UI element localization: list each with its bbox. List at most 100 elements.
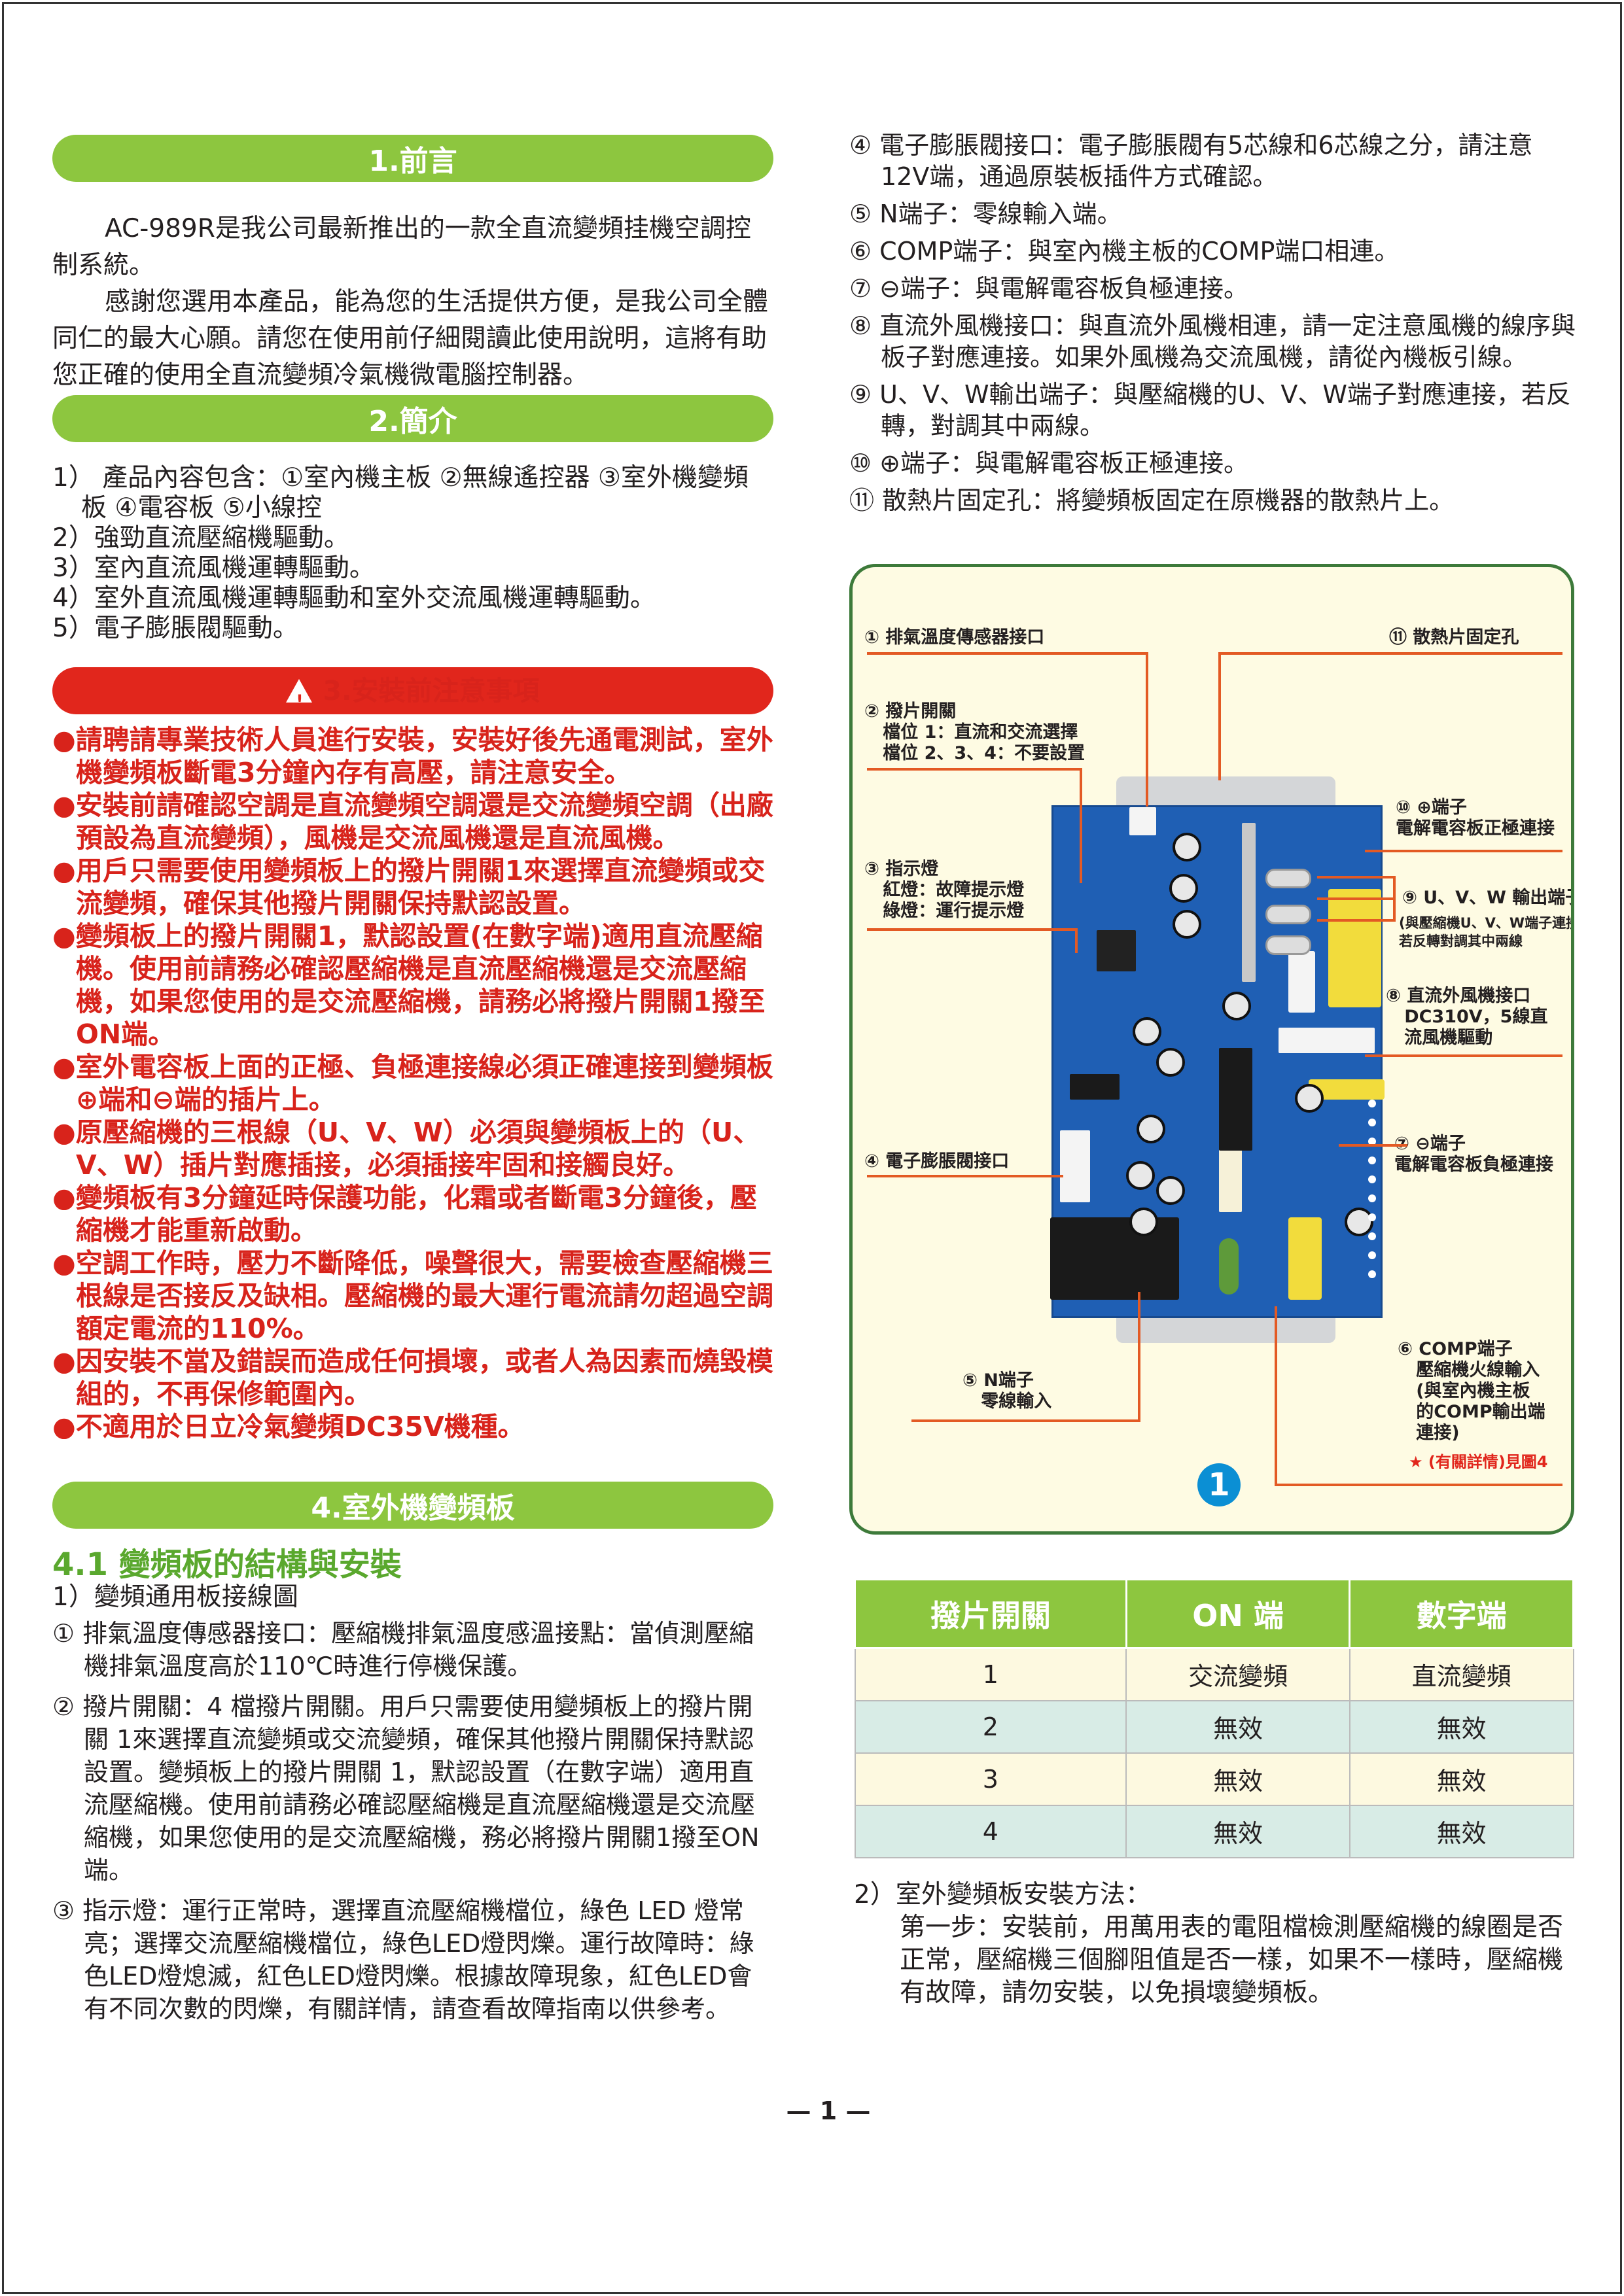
list-item: 2）強勁直流壓縮機驅動。 xyxy=(52,523,349,553)
cell: 無效 xyxy=(1349,1804,1574,1858)
pcb-board-photo xyxy=(1050,805,1385,1318)
cell: 無效 xyxy=(1125,1699,1350,1754)
leader-line xyxy=(867,768,1082,771)
yellow-capacitor xyxy=(1288,1217,1322,1300)
precaution-item: ●安裝前請確認空調是直流變頻空調還是交流變頻空調（出廠預設為直流變頻），風機是交… xyxy=(52,790,773,854)
mounting-dot xyxy=(1368,1156,1376,1164)
terminal-item: ⑦ ⊖端子：與電解電容板負極連接。 xyxy=(849,274,1248,303)
leader-line xyxy=(1339,1144,1407,1147)
col-header: 撥片開關 xyxy=(854,1578,1127,1649)
heat-sink-bar xyxy=(1242,822,1256,982)
mounting-dot xyxy=(1368,1099,1376,1107)
sensor-connector xyxy=(1129,807,1156,836)
label-see-figure-4: ★ (有關詳情)見圖4 xyxy=(1409,1453,1548,1471)
leader-line xyxy=(1365,1054,1562,1057)
terminal-list-left: ① 排氣溫度傳感器接口：壓縮機排氣溫度感溫接點：當偵測壓縮機排氣溫度高於110℃… xyxy=(52,1617,773,2033)
leader-line xyxy=(1075,928,1078,953)
list-item: 1） 產品內容包含：①室內機主板 ②無線遙控器 ③室外機變頻板 ④電容板 ⑤小線… xyxy=(52,463,749,523)
terminal-item: ④ 電子膨脹閥接口：電子膨脹閥有5芯線和6芯線之分，請注意12V端，通過原裝板插… xyxy=(849,131,1533,191)
yellow-capacitor xyxy=(1328,889,1381,1007)
list-item: 3）室內直流風機運轉驅動。 xyxy=(52,553,375,583)
label-exhaust-sensor: ① 排氣溫度傳感器接口 xyxy=(864,627,1045,648)
mounting-dot xyxy=(1368,1232,1376,1240)
subsection-heading: 4.1 變頻板的結構與安裝 xyxy=(52,1546,402,1583)
capacitor xyxy=(1169,873,1199,903)
figure-number-badge: 1 xyxy=(1197,1463,1241,1506)
label-dip-switch: ② 撥片開關 檔位 1：直流和交流選擇 檔位 2、3、4：不要設置 xyxy=(864,701,1085,763)
cell: 交流變頻 xyxy=(1125,1647,1350,1701)
cell: 無效 xyxy=(1125,1752,1350,1806)
terminal-item: ⑤ N端子：零線輸入端。 xyxy=(849,200,1122,228)
terminal-item: ⑩ ⊕端子：與電解電容板正極連接。 xyxy=(849,449,1248,478)
cell: 2 xyxy=(854,1699,1127,1754)
install-step-1: 第一步：安裝前，用萬用表的電阻檔檢測壓縮機的線圈是否正常，壓縮機三個腳阻值是否一… xyxy=(900,1913,1564,2008)
mounting-dot xyxy=(1368,1118,1376,1126)
section-2-header: 2.簡介 xyxy=(52,395,773,442)
precaution-item: ●因安裝不當及錯誤而造成任何損壞，或者人為因素而燒毀模組的，不再保修範圍內。 xyxy=(52,1346,773,1410)
col-header: ON 端 xyxy=(1125,1578,1351,1649)
leader-line xyxy=(1275,1306,1277,1486)
cell: 1 xyxy=(854,1647,1127,1701)
list-item: 5）電子膨脹閥驅動。 xyxy=(52,614,298,643)
label-dc-fan-port: ⑧ 直流外風機接口 DC310V，5線直 流風機驅動 xyxy=(1386,986,1548,1048)
mcu-chip xyxy=(1096,930,1137,971)
mounting-dot xyxy=(1368,1137,1376,1145)
leader-line xyxy=(1317,876,1396,878)
relay xyxy=(1050,1217,1180,1300)
leader-line xyxy=(1317,919,1396,922)
col-header: 數字端 xyxy=(1349,1578,1574,1649)
terminal-item: ⑧ 直流外風機接口：與直流外風機相連，請一定注意風機的線序與板子對應連接。如果外… xyxy=(849,311,1576,372)
section-1-header: 1.前言 xyxy=(52,135,773,182)
precaution-item: ●空調工作時，壓力不斷降低，噪聲很大，需要檢查壓縮機三根線是否接反及缺相。壓縮機… xyxy=(52,1247,773,1344)
warning-icon: ! xyxy=(286,679,313,710)
fan-connector xyxy=(1279,1028,1375,1054)
mounting-dot xyxy=(1368,1251,1376,1259)
label-comp-terminal: ⑥ COMP端子 壓縮機火線輸入 (與室內機主板 的COMP輸出端 連接) xyxy=(1398,1339,1545,1443)
section-title: 2.簡介 xyxy=(368,405,457,438)
capacitor xyxy=(1156,1048,1185,1077)
label-indicator-led: ③ 指示燈 紅燈：故障提示燈 綠燈：運行提示燈 xyxy=(864,859,1025,921)
capacitor xyxy=(1126,1160,1156,1190)
capacitor xyxy=(1345,1207,1374,1236)
label-heat-sink-hole: ⑪ 散熱片固定孔 xyxy=(1389,627,1519,648)
intro-paragraph-1: AC-989R是我公司最新推出的一款全直流變頻挂機空調控制系統。 xyxy=(52,214,751,280)
capacitor xyxy=(1173,833,1202,862)
intro-paragraph-2: 感謝您選用本產品，能為您的生活提供方便，是我公司全體同仁的最大心願。請您在使用前… xyxy=(52,287,769,390)
leader-line xyxy=(867,652,1148,655)
install-title: 2）室外變頻板安裝方法： xyxy=(854,1880,1151,1909)
leader-line xyxy=(1275,1484,1562,1486)
capacitor xyxy=(1133,1017,1162,1047)
mounting-dot xyxy=(1368,1175,1376,1183)
leader-line xyxy=(1365,850,1562,852)
precaution-item: ●不適用於日立冷氣變頻DC35V機種。 xyxy=(52,1411,525,1442)
cell: 無效 xyxy=(1349,1699,1574,1754)
terminal-item: ③ 指示燈：運行正常時，選擇直流壓縮機檔位，綠色 LED 燈常亮；選擇交流壓縮機… xyxy=(52,1896,754,2023)
terminal-item: ① 排氣溫度傳感器接口：壓縮機排氣溫度感溫接點：當偵測壓縮機排氣溫度高於110℃… xyxy=(52,1619,754,1680)
leader-line xyxy=(911,1419,1140,1422)
mounting-dot xyxy=(1368,1194,1376,1202)
precaution-item: ●變頻板上的撥片開關1，默認設置(在數字端)適用直流壓縮機。使用前請務必確認壓縮… xyxy=(52,920,766,1050)
leader-line xyxy=(867,928,1078,931)
terminal-item: ② 撥片開關：4 檔撥片開關。用戶只需要使用變頻板上的撥片開關 1來選擇直流變頻… xyxy=(52,1692,760,1885)
mounting-dot xyxy=(1368,1213,1376,1221)
label-positive-terminal: ⑩ ⊕端子 電解電容板正極連接 xyxy=(1396,797,1555,839)
uvw-terminal xyxy=(1265,904,1311,924)
leader-line xyxy=(1218,652,1221,780)
wiring-diagram-intro: 1）變頻通用板接線圖 xyxy=(52,1582,298,1612)
capacitor xyxy=(1136,1115,1165,1144)
terminal-item: ⑥ COMP端子：與室內機主板的COMP端口相連。 xyxy=(849,237,1400,266)
leader-line xyxy=(1080,768,1082,883)
power-resistor xyxy=(1288,950,1315,1013)
wiring-diagram: ① 排氣溫度傳感器接口 ⑪ 散熱片固定孔 ② 撥片開關 檔位 1：直流和交流選擇… xyxy=(849,564,1574,1535)
leader-line xyxy=(1393,876,1396,922)
cell: 無效 xyxy=(1349,1752,1574,1806)
precaution-item: ●請聘請專業技術人員進行安裝，安裝好後先通電測試，室外機變頻板斷電3分鐘內存有高… xyxy=(52,724,773,788)
leader-line xyxy=(1218,652,1562,655)
precaution-item: ●用戶只需要使用變頻板上的撥片開關1來選擇直流變頻或交流變頻，確保其他撥片開關保… xyxy=(52,855,766,919)
cell: 無效 xyxy=(1125,1804,1350,1858)
varistor xyxy=(1219,1238,1239,1295)
